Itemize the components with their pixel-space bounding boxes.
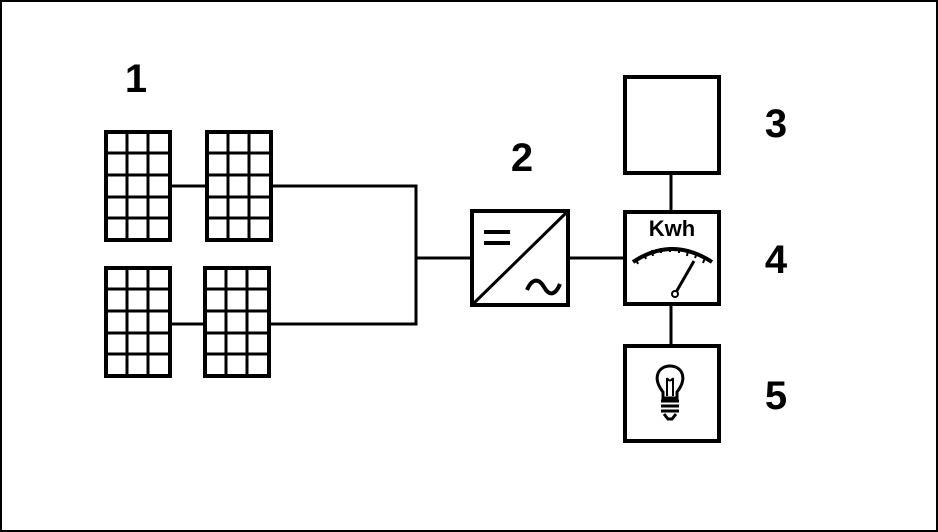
label-grid: 3 (765, 102, 787, 146)
grid-box (623, 75, 721, 175)
label-meter: 4 (765, 238, 788, 282)
solar-panel-icon (104, 266, 172, 378)
solar-panel-bottom-left (104, 266, 172, 378)
inverter (470, 209, 570, 307)
light-bulb-icon (655, 364, 685, 421)
label-panels: 1 (125, 57, 147, 101)
ac-wave-icon (525, 278, 562, 296)
solar-panel-bottom-right (203, 266, 271, 378)
load (623, 344, 721, 443)
load-box (623, 344, 721, 443)
inverter-icon (470, 209, 570, 307)
label-load: 5 (765, 374, 787, 418)
meter-unit-label: Kwh (649, 216, 695, 241)
meter-pivot (671, 290, 679, 298)
solar-panel-icon (104, 130, 172, 242)
wiring (170, 173, 673, 346)
meter-needle (673, 260, 696, 295)
meter: Kwh (623, 210, 721, 306)
label-inverter: 2 (511, 136, 533, 180)
meter-scale-arc (631, 247, 714, 264)
wire-array-combiner (269, 184, 418, 326)
solar-panel-top-left (104, 130, 172, 242)
meter-icon (631, 247, 714, 298)
solar-panel-icon (203, 266, 271, 378)
